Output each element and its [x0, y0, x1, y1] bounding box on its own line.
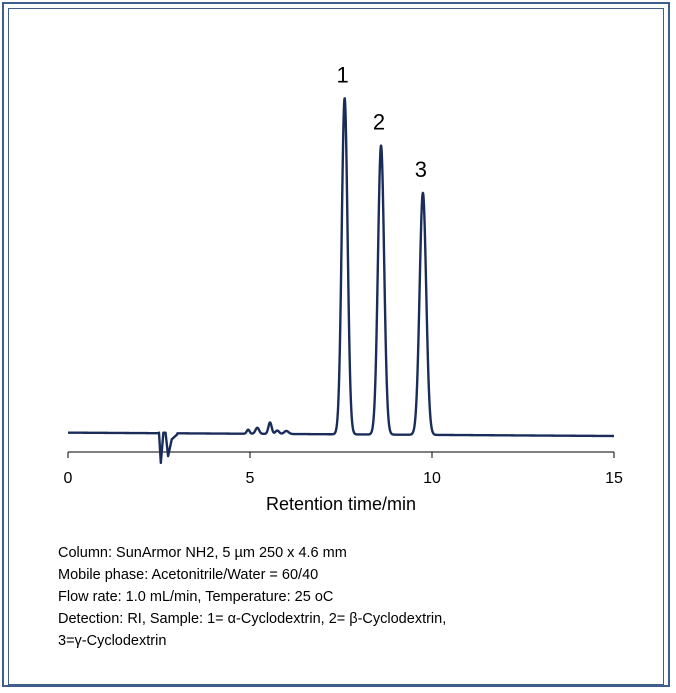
x-tick-label: 5	[246, 470, 255, 487]
caption-mobile-phase: Mobile phase: Acetonitrile/Water = 60/40	[58, 567, 319, 583]
x-tick-label: 0	[64, 470, 73, 487]
plot-area: 0 5 10 15 12 3	[64, 62, 623, 487]
chromatogram-trace	[66, 97, 616, 465]
outer-frame	[2, 2, 670, 687]
inner-frame	[8, 8, 664, 685]
caption-column: Column: SunArmor NH2, 5 µm 250 x 4.6 mm	[58, 545, 347, 561]
x-axis-title: Retention time/min	[266, 494, 416, 514]
peak-label: 1	[337, 62, 349, 87]
peak-label: 2	[373, 110, 385, 135]
x-tick-label: 15	[605, 470, 623, 487]
x-tick-label: 10	[423, 470, 441, 487]
method-caption: Column: SunArmor NH2, 5 µm 250 x 4.6 mm …	[58, 542, 638, 652]
chromatogram-chart: 0 5 10 15 12 3 Retention time/min	[64, 62, 623, 514]
caption-detection: Detection: RI, Sample: 1= α-Cyclodextrin…	[58, 611, 447, 627]
caption-flow-rate: Flow rate: 1.0 mL/min, Temperature: 25 o…	[58, 589, 334, 605]
peak-label: 3	[415, 157, 427, 182]
caption-sample-continued: 3=γ-Cyclodextrin	[58, 633, 167, 649]
